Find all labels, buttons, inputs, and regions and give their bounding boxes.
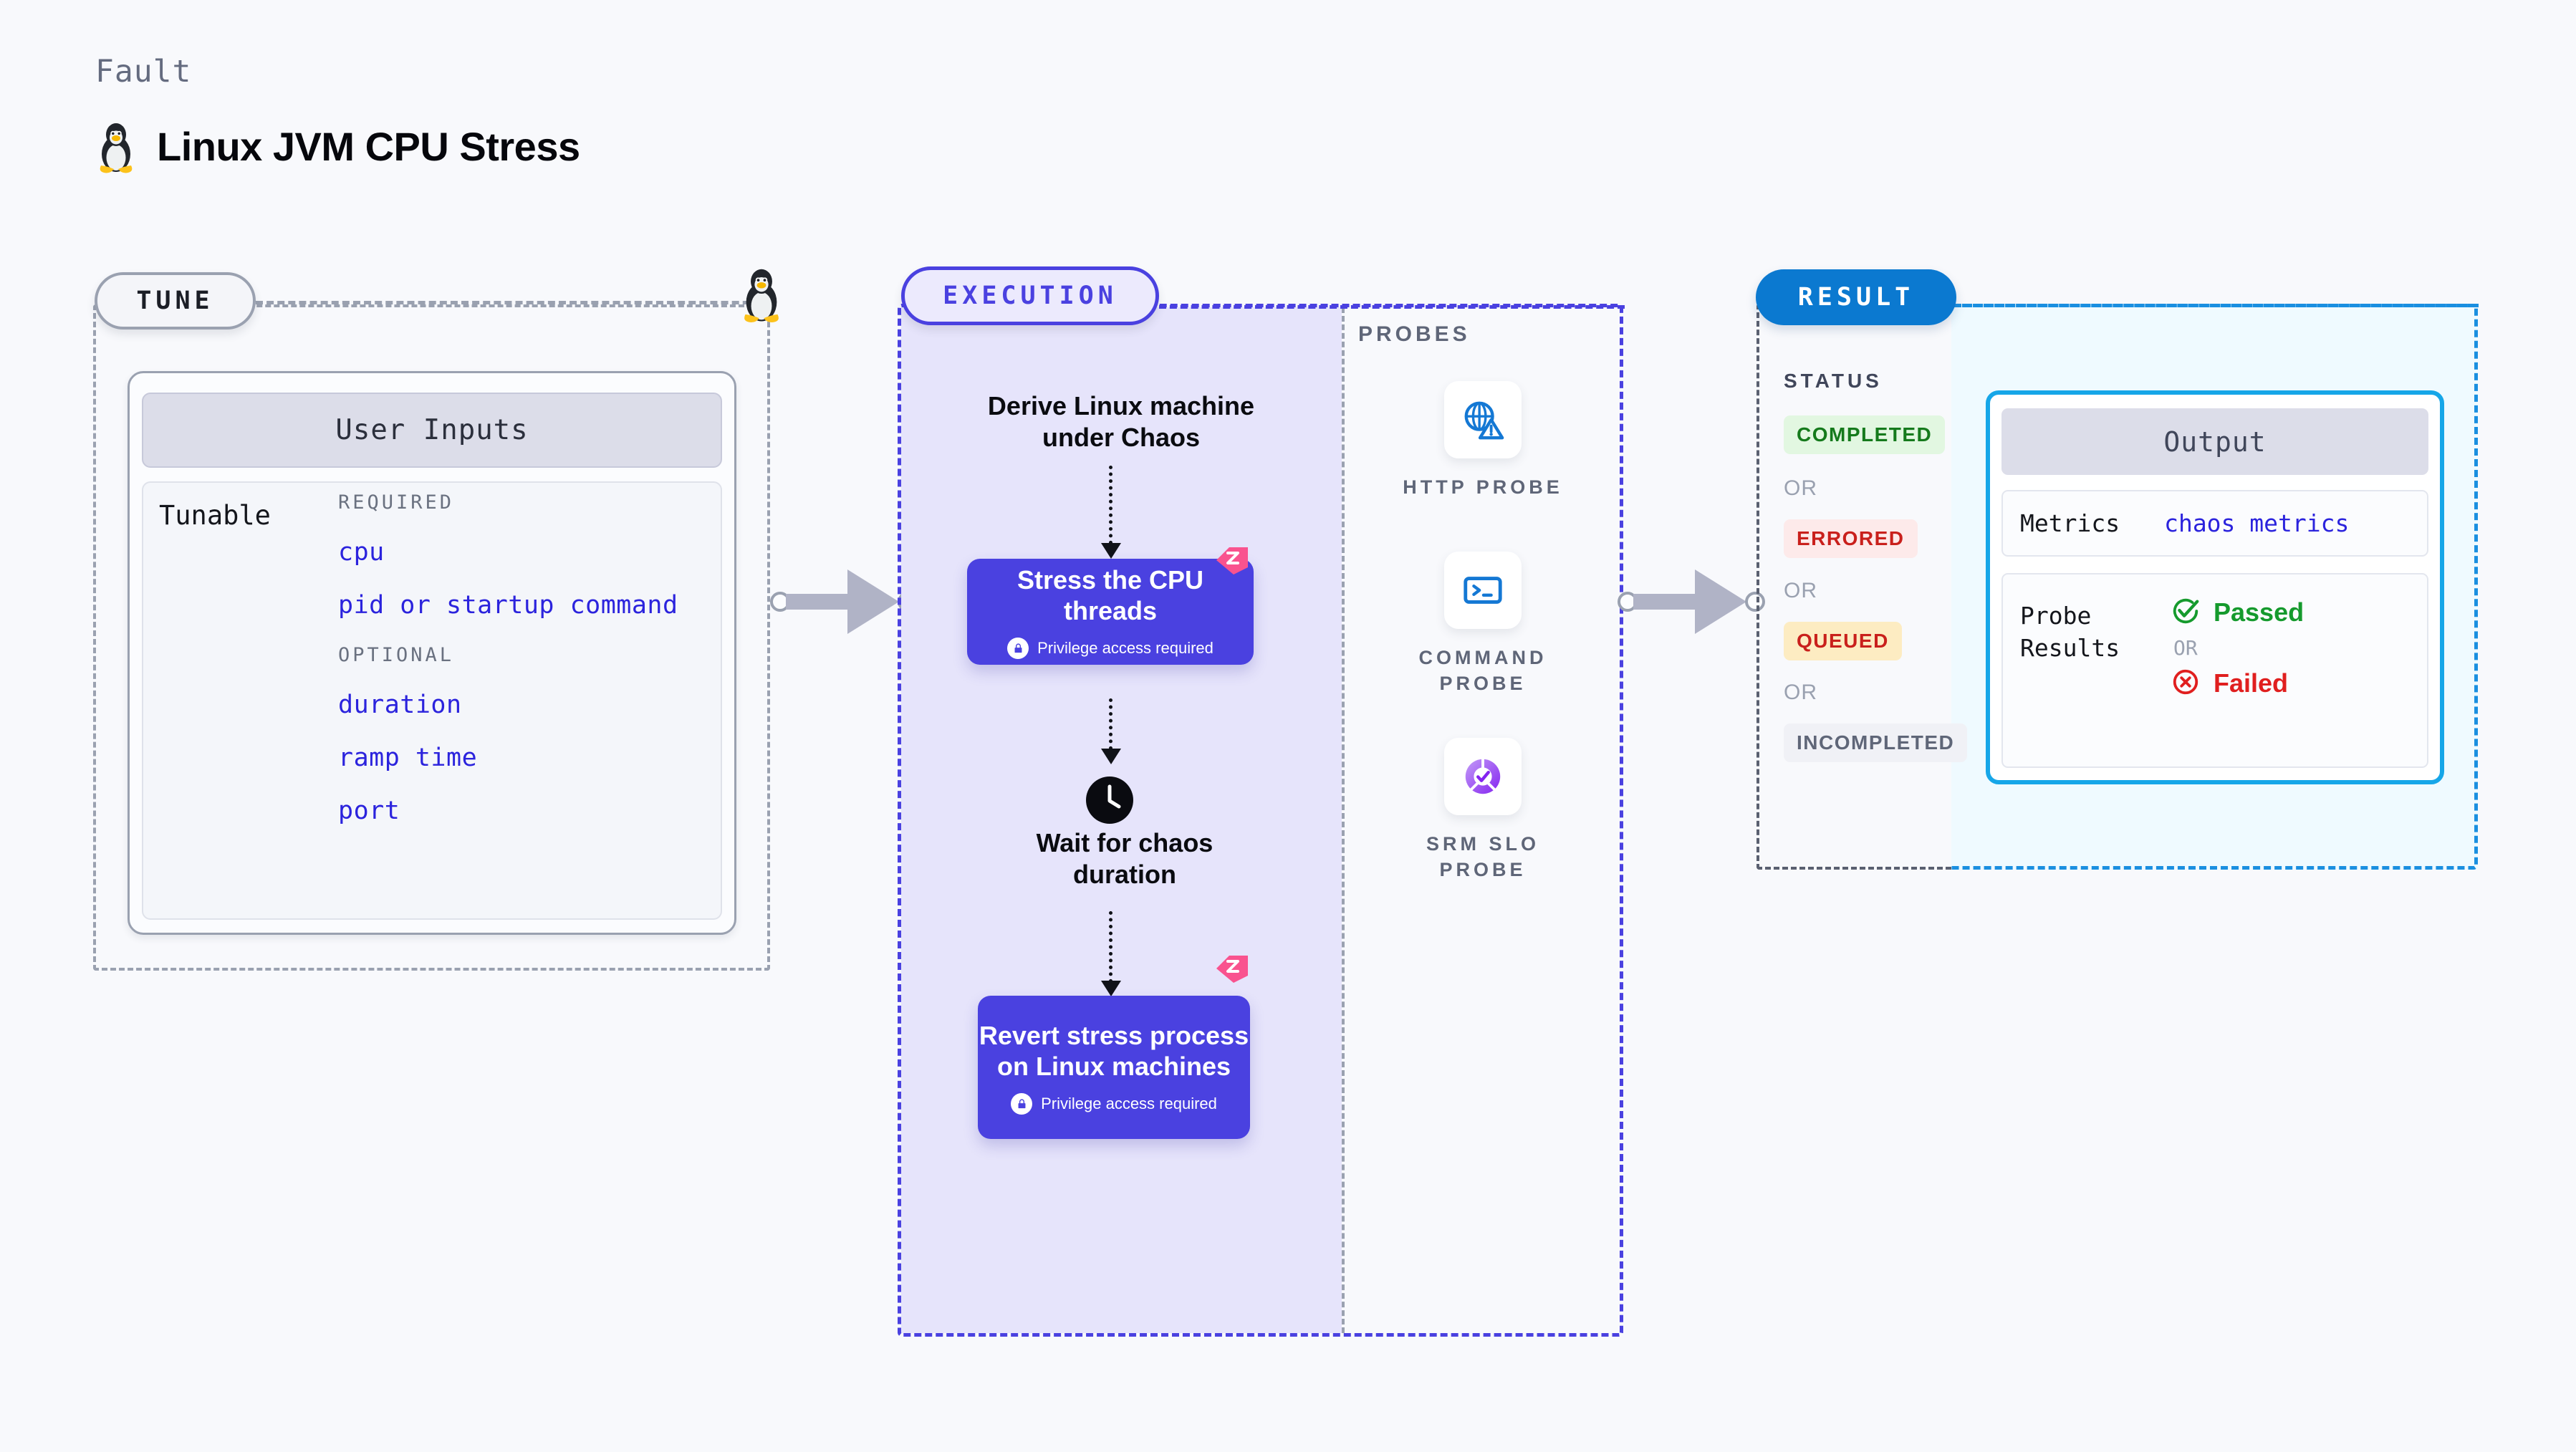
user-inputs-title: User Inputs	[142, 393, 722, 468]
check-circle-icon	[2171, 596, 2201, 629]
check-circle-svg	[2173, 598, 2199, 624]
x-circle-svg	[2173, 669, 2198, 695]
stress-card-title: Stress the CPU threads	[1017, 564, 1204, 625]
probe-results-values: Passed OR Failed	[2171, 596, 2304, 766]
status-badge-completed: COMPLETED	[1784, 415, 1946, 454]
globe-warning-svg	[1464, 401, 1504, 440]
status-section-label: STATUS	[1784, 370, 1883, 392]
linux-penguin-svg	[100, 123, 133, 173]
flow-arrow-1	[1109, 466, 1112, 544]
clock-svg	[1086, 777, 1133, 824]
probe-http-label: HTTP PROBE	[1403, 476, 1563, 498]
execution-connector-line	[1159, 305, 1625, 309]
param-duration[interactable]: duration	[338, 691, 462, 719]
flow-arrow-3	[1109, 911, 1112, 983]
terminal-prompt-svg	[1464, 577, 1502, 604]
param-ramp-time[interactable]: ramp time	[338, 744, 478, 772]
linux-penguin-marker-svg	[744, 269, 779, 323]
status-or-3: OR	[1784, 681, 1817, 704]
probe-results-row: Probe Results Passed OR Failed	[2001, 573, 2428, 768]
param-port[interactable]: port	[338, 797, 400, 825]
linux-penguin-marker-icon	[739, 264, 784, 324]
globe-warning-icon	[1444, 381, 1522, 458]
metrics-row: Metrics chaos metrics	[2001, 490, 2428, 557]
probe-result-failed: Failed	[2171, 667, 2304, 700]
probes-divider	[1342, 307, 1345, 1333]
flow-arrowhead-1	[1101, 543, 1121, 559]
clock-icon	[1085, 775, 1135, 825]
chaos-hub-svg	[1216, 547, 1248, 574]
probe-command[interactable]: COMMAND PROBE	[1390, 552, 1576, 697]
revert-card-privilege-text: Privilege access required	[1041, 1095, 1217, 1113]
probe-srm-slo-label: SRM SLO PROBE	[1426, 833, 1539, 881]
chaos-hub-icon	[1212, 539, 1252, 579]
chaos-hub-icon	[1212, 947, 1252, 987]
status-or-2: OR	[1784, 579, 1817, 602]
probe-result-or: OR	[2173, 636, 2198, 660]
optional-group-title: OPTIONAL	[338, 644, 455, 666]
output-title: Output	[2001, 408, 2428, 475]
lock-icon	[1007, 638, 1029, 660]
flow-arrowhead-3	[1101, 981, 1121, 996]
required-group-title: REQUIRED	[338, 491, 455, 514]
status-badge-errored: ERRORED	[1784, 519, 1918, 558]
probe-result-failed-label: Failed	[2214, 668, 2289, 698]
param-pid-or-startup-command[interactable]: pid or startup command	[338, 591, 678, 620]
x-circle-icon	[2171, 667, 2201, 700]
tune-panel	[93, 304, 770, 971]
connector-bar	[1633, 594, 1712, 610]
probe-result-passed-label: Passed	[2214, 597, 2305, 627]
connector-bar	[786, 594, 865, 610]
page-title: Linux JVM CPU Stress	[157, 123, 580, 169]
connector-arrowhead	[1695, 569, 1746, 634]
terminal-prompt-icon	[1444, 552, 1522, 629]
derive-machine-step: Derive Linux machine under Chaos	[987, 391, 1255, 452]
stress-card-privilege-row: Privilege access required	[1007, 638, 1213, 660]
connector-arrowhead	[847, 569, 899, 634]
tune-connector-line	[256, 301, 772, 304]
probe-srm-slo[interactable]: SRM SLO PROBE	[1390, 738, 1576, 883]
slo-donut-check-icon	[1444, 738, 1522, 815]
flow-arrow-2	[1109, 698, 1112, 750]
probe-results-label: Probe Results	[2020, 602, 2120, 662]
flow-arrowhead-2	[1101, 749, 1121, 764]
metrics-value[interactable]: chaos metrics	[2164, 509, 2350, 537]
probes-section-label: PROBES	[1358, 322, 1471, 346]
lock-icon	[1011, 1093, 1033, 1115]
fault-kicker-label: Fault	[95, 54, 192, 90]
status-badge-incompleted: INCOMPLETED	[1784, 723, 1968, 762]
status-badge-queued: QUEUED	[1784, 622, 1902, 660]
wait-for-chaos-step: Wait for chaos duration	[1036, 828, 1213, 889]
connector-end-ring	[1745, 592, 1765, 612]
chaos-hub-svg	[1216, 956, 1248, 983]
param-cpu[interactable]: cpu	[338, 538, 385, 567]
result-connector-line	[1954, 304, 2479, 307]
page-title-row: Linux JVM CPU Stress	[95, 118, 580, 174]
status-or-1: OR	[1784, 476, 1817, 500]
revert-card-privilege-row: Privilege access required	[1011, 1093, 1217, 1115]
probe-result-passed: Passed	[2171, 596, 2304, 629]
tune-chip[interactable]: TUNE	[95, 272, 256, 330]
tunable-box	[142, 481, 722, 920]
tunable-params-list: REQUIRED cpu pid or startup command OPTI…	[338, 491, 711, 850]
probe-http[interactable]: HTTP PROBE	[1390, 381, 1576, 500]
slo-donut-check-svg	[1465, 757, 1501, 794]
stress-cpu-threads-card[interactable]: Stress the CPU threads Privilege access …	[967, 559, 1254, 665]
revert-stress-card[interactable]: Revert stress process on Linux machines …	[978, 996, 1250, 1139]
result-chip[interactable]: RESULT	[1756, 269, 1956, 325]
linux-penguin-icon	[95, 118, 137, 174]
revert-card-title: Revert stress process on Linux machines	[979, 1020, 1249, 1081]
probe-command-label: COMMAND PROBE	[1418, 647, 1547, 695]
metrics-label: Metrics	[2020, 509, 2120, 537]
stress-card-privilege-text: Privilege access required	[1037, 639, 1213, 658]
execution-chip[interactable]: EXECUTION	[901, 266, 1159, 325]
tunable-label: Tunable	[159, 500, 271, 531]
